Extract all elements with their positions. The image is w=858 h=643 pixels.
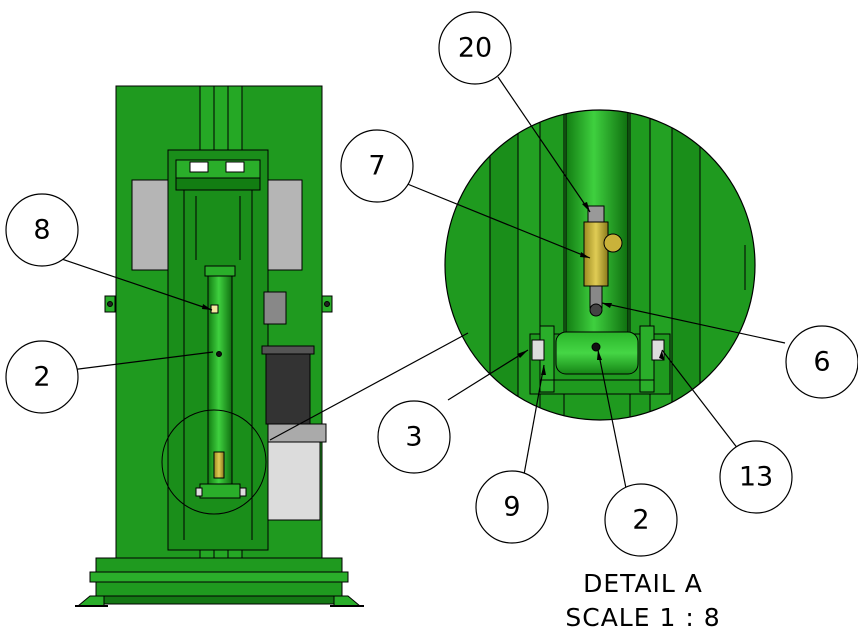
callout-2-main-label: 2 — [33, 362, 50, 393]
machine-front-view — [75, 85, 364, 607]
reservoir — [267, 439, 321, 521]
leader-arrowheads — [202, 202, 664, 375]
callouts: 20 7 8 2 6 3 13 9 — [5, 11, 858, 557]
callout-6-label: 6 — [813, 347, 830, 378]
callout-8-label: 8 — [33, 215, 50, 246]
detail-circle-view — [444, 109, 756, 421]
callout-20: 20 — [438, 11, 512, 85]
callout-7-label: 7 — [368, 151, 385, 182]
callout-13-label: 13 — [739, 462, 773, 493]
callout-8: 8 — [5, 193, 79, 267]
detail-valve — [583, 221, 609, 287]
callout-13: 13 — [719, 440, 793, 514]
motor — [265, 349, 311, 425]
callout-9: 9 — [475, 470, 549, 544]
callout-6: 6 — [785, 325, 858, 399]
leader-lines — [43, 76, 786, 504]
callout-3: 3 — [377, 400, 451, 474]
right-gray-panel — [265, 179, 303, 271]
detail-a-marker — [161, 409, 267, 515]
callout-2-detail: 2 — [604, 483, 678, 557]
detail-title: DETAIL A — [583, 569, 703, 598]
detail-scale: SCALE 1 : 8 — [565, 603, 720, 632]
callout-3-label: 3 — [405, 422, 422, 453]
callout-20-label: 20 — [458, 33, 492, 64]
callout-2-detail-label: 2 — [632, 505, 649, 536]
callout-2-main: 2 — [5, 340, 79, 414]
callout-9-label: 9 — [503, 492, 520, 523]
callout-7: 7 — [340, 129, 414, 203]
detail-pin-tube — [555, 331, 639, 375]
